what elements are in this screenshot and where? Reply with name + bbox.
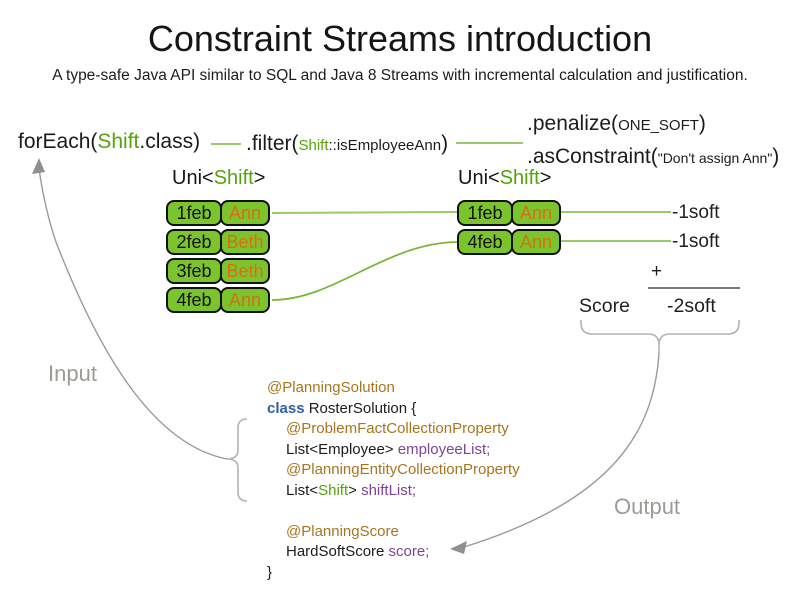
code-segment-plain: List< [286, 481, 319, 499]
code-segment-plain: RosterSolution { [304, 399, 417, 417]
code-segment-ann: @PlanningScore [286, 522, 399, 540]
code-line: class RosterSolution { [267, 399, 520, 420]
code-segment-plain: List<Employee> [286, 440, 398, 458]
code-segment-ann: @PlanningSolution [267, 379, 395, 396]
code-line: List<Employee> employeeList; [267, 440, 520, 461]
shift-employee-cell: Beth [220, 258, 270, 284]
penalize-expression: .penalize(ONE_SOFT) [527, 108, 779, 141]
code-segment-type: Shift [318, 481, 349, 499]
input-brace [226, 418, 248, 502]
shift-employee-cell: Ann [220, 287, 270, 313]
code-line: @ProblemFactCollectionProperty [267, 419, 520, 440]
code-segment-kw: class [267, 399, 305, 417]
filter-suffix: ) [441, 132, 449, 155]
shift-date-cell: 2feb [166, 229, 222, 255]
code-segment-field: shiftList; [361, 481, 417, 499]
code-line: } [267, 563, 520, 584]
penalty-value-1: -1soft [672, 202, 720, 223]
foreach-expression: forEach(Shift.class) [18, 130, 200, 154]
shift-date-cell: 1feb [457, 200, 513, 226]
code-line: @PlanningScore [267, 522, 520, 543]
output-label: Output [614, 494, 681, 519]
input-label: Input [48, 361, 97, 386]
uni-suffix: > [539, 167, 552, 189]
penalize-suffix: ) [698, 112, 706, 135]
filter-expression: .filter(Shift::isEmployeeAnn) [246, 132, 448, 156]
uni-prefix: Uni< [458, 167, 500, 189]
code-segment-ann: @ProblemFactCollectionProperty [286, 420, 509, 437]
code-segment-plain: HardSoftScore [286, 543, 389, 560]
score-label: Score [579, 295, 630, 317]
left-stream-header: Uni<Shift> [172, 167, 265, 190]
code-line: @PlanningSolution [267, 378, 520, 399]
shift-date-cell: 3feb [166, 258, 222, 284]
stream-connector-1feb [271, 211, 458, 214]
uni-suffix: > [253, 167, 266, 189]
page-subtitle: A type-safe Java API similar to SQL and … [52, 67, 748, 84]
penalize-prefix: .penalize( [527, 112, 619, 135]
penalize-arg: ONE_SOFT [618, 117, 699, 134]
code-line: HardSoftScore score; [267, 542, 520, 563]
uni-type: Shift [213, 167, 254, 189]
stream-connector-4feb [271, 241, 458, 301]
shift-employee-cell: Ann [511, 229, 561, 255]
code-segment-field: score; [388, 543, 430, 560]
foreach-suffix: .class) [139, 130, 201, 153]
shift-employee-cell: Ann [511, 200, 561, 226]
code-segment-plain: > [348, 481, 362, 499]
shift-employee-cell: Beth [220, 229, 270, 255]
shift-employee-cell: Ann [220, 200, 270, 226]
code-line [267, 501, 520, 522]
asconstraint-prefix: .asConstraint( [527, 145, 658, 168]
code-line: List<Shift> shiftList; [267, 481, 520, 502]
foreach-type: Shift [97, 130, 140, 153]
filter-type: Shift [298, 137, 329, 154]
sum-divider [648, 287, 740, 289]
plus-sign: + [651, 261, 663, 282]
right-stream-header: Uni<Shift> [458, 167, 551, 190]
uni-prefix: Uni< [172, 167, 214, 189]
filter-prefix: .filter( [246, 132, 299, 155]
shift-date-cell: 1feb [166, 200, 222, 226]
code-segment-field: employeeList; [397, 440, 491, 458]
score-total: -2soft [667, 295, 716, 317]
asconstraint-expression: .asConstraint("Don't assign Ann") [527, 141, 779, 174]
code-segment-plain: } [267, 563, 273, 581]
filter-method: ::isEmployeeAnn [328, 137, 442, 154]
uni-type: Shift [499, 167, 540, 189]
input-arrowhead-icon [32, 158, 45, 174]
asconstraint-arg: "Don't assign Ann" [657, 150, 773, 166]
foreach-prefix: forEach( [18, 130, 98, 153]
score-bracket [580, 320, 740, 353]
shift-date-cell: 4feb [457, 229, 513, 255]
code-line: @PlanningEntityCollectionProperty [267, 460, 520, 481]
shift-date-cell: 4feb [166, 287, 222, 313]
penalize-block: .penalize(ONE_SOFT) .asConstraint("Don't… [527, 108, 779, 174]
code-segment-ann: @PlanningEntityCollectionProperty [286, 461, 520, 478]
penalty-value-2: -1soft [672, 231, 720, 252]
asconstraint-suffix: ) [772, 145, 780, 168]
page-title: Constraint Streams introduction [147, 18, 653, 59]
